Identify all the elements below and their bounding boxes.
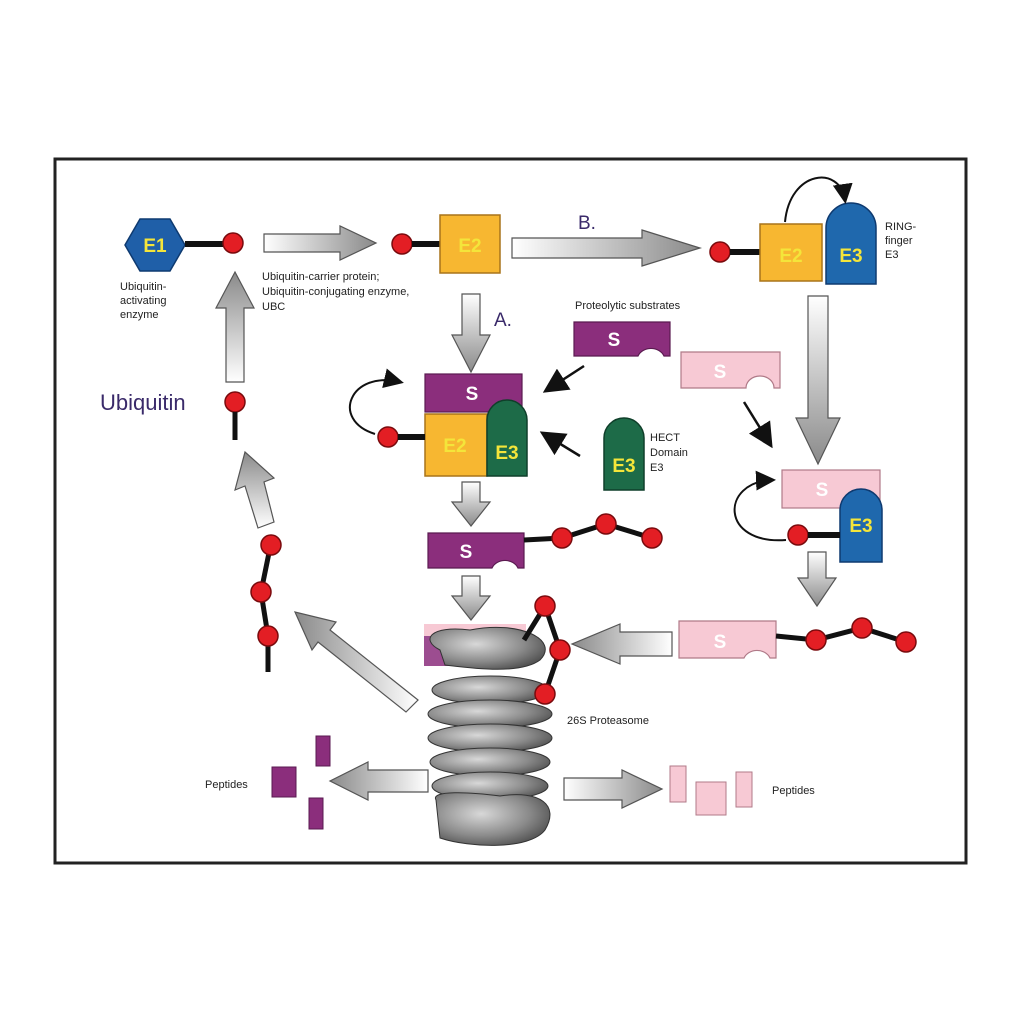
proteasome-26s <box>424 624 553 846</box>
proteolytic-substrates-label: Proteolytic substrates <box>575 300 681 312</box>
ring-e3-bound: E3 <box>839 488 883 563</box>
ubiquitin-label: Ubiquitin <box>100 390 186 415</box>
svg-text:S: S <box>608 330 621 351</box>
svg-text:E2: E2 <box>443 436 466 457</box>
arrow-peptides-left <box>328 761 429 801</box>
svg-text:E3: E3 <box>495 443 518 464</box>
hect-transfer-arrow <box>348 368 404 435</box>
e1-caption-3: enzyme <box>120 309 159 321</box>
arrow-peptides-right <box>563 769 664 809</box>
e1-caption-2: activating <box>120 295 166 307</box>
svg-text:S: S <box>714 632 727 653</box>
peptides-dark <box>271 735 331 830</box>
e2-enzyme-top: E2 <box>439 214 501 274</box>
ubiquitinated-substrate-dark: S <box>427 532 525 569</box>
svg-text:S: S <box>714 362 727 383</box>
peptides-left-label: Peptides <box>205 779 248 791</box>
e2-caption-3: UBC <box>262 301 285 313</box>
arrow-ubiquitin-to-e1 <box>215 270 255 383</box>
ring-caption-3: E3 <box>885 249 898 261</box>
arrow-pathway-a <box>451 293 491 374</box>
ring-transfer-arrow <box>784 176 853 223</box>
ubiquitin-dot <box>787 524 809 546</box>
svg-text:E3: E3 <box>839 246 862 267</box>
svg-text:S: S <box>466 384 479 405</box>
proteasome-label: 26S Proteasome <box>567 715 649 727</box>
hect-caption-2: Domain <box>650 447 688 459</box>
proteasome-bound-chain <box>521 595 571 705</box>
e1-label: E1 <box>143 236 167 257</box>
ring-caption-1: RING- <box>885 221 917 233</box>
svg-text:E3: E3 <box>849 516 872 537</box>
hect-caption-3: E3 <box>650 462 663 474</box>
arrow-hect-down <box>450 481 492 527</box>
e1-caption-1: Ubiquitin- <box>120 281 167 293</box>
arrow-e1-to-e2 <box>263 225 378 261</box>
hect-domain-e3: E3 <box>603 417 645 491</box>
peptides-light <box>669 765 753 816</box>
svg-text:E2: E2 <box>779 246 802 267</box>
arrow-release-ubiquitin <box>293 611 419 713</box>
hect-caption-1: HECT <box>650 432 680 444</box>
arrow-to-proteasome <box>450 575 492 621</box>
arrow-chain-up <box>234 450 276 529</box>
pathway-a-label: A. <box>494 310 512 331</box>
ring-finger-e3: E3 <box>825 202 877 285</box>
ring-complex-transfer-arrow <box>733 470 787 542</box>
arrow-hect-to-complex <box>539 431 581 458</box>
svg-text:E2: E2 <box>458 236 481 257</box>
svg-text:E3: E3 <box>612 456 635 477</box>
e2-caption-1: Ubiquitin-carrier protein; <box>262 271 379 283</box>
arrow-pathway-b <box>511 229 703 267</box>
svg-text:S: S <box>816 480 829 501</box>
polyubiquitin-chain-dark <box>523 513 663 549</box>
ubiquitin-dot <box>377 426 399 448</box>
arrow-ring-complex-down <box>796 551 838 608</box>
ring-caption-2: finger <box>885 235 913 247</box>
pathway-b-label: B. <box>578 213 596 234</box>
ubiquitin-dot <box>391 233 413 255</box>
released-ubiquitin-chain <box>250 534 282 672</box>
ubiquitinated-substrate-light: S <box>678 620 777 659</box>
peptides-right-label: Peptides <box>772 785 815 797</box>
hect-e3-bound: E3 <box>486 399 528 477</box>
arrow-substrate-to-ring <box>742 401 773 449</box>
arrow-substrate-to-hect <box>542 364 585 393</box>
e2-enzyme-ring: E2 <box>759 223 823 282</box>
e2-caption-2: Ubiquitin-conjugating enzyme, <box>262 286 409 298</box>
free-ubiquitin-dot <box>224 391 246 413</box>
svg-text:S: S <box>460 542 473 563</box>
substrate-dark: S <box>573 321 671 357</box>
ubiquitin-dot <box>222 232 244 254</box>
polyubiquitin-chain-light <box>775 617 917 653</box>
arrow-ring-down <box>795 295 841 466</box>
substrate-light: S <box>680 351 781 389</box>
arrow-light-to-proteasome <box>570 623 673 665</box>
e2-enzyme-hect: E2 <box>424 413 488 477</box>
ubiquitin-dot <box>709 241 731 263</box>
